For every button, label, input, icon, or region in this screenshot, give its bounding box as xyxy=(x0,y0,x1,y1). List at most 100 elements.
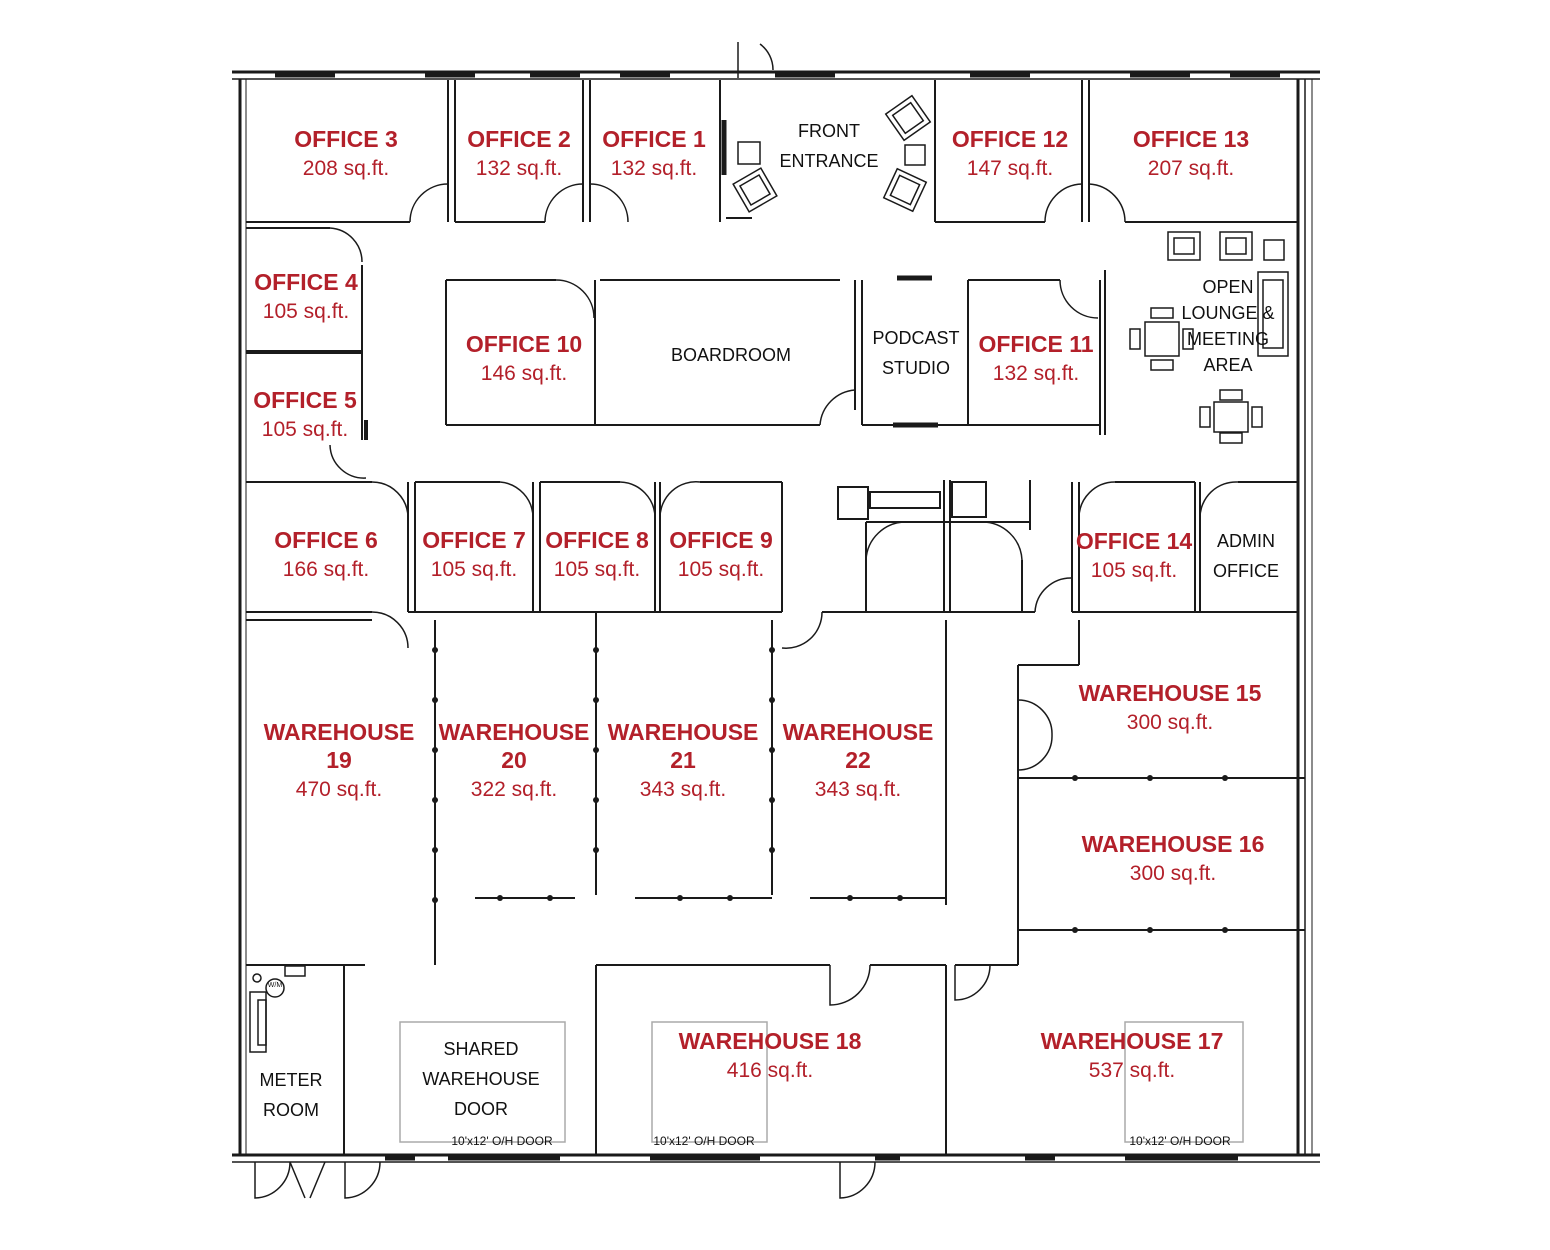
room-area: 470 sq.ft. xyxy=(295,778,383,801)
room-number: 21 xyxy=(670,747,696,773)
open-lounge-line-4: AREA xyxy=(1203,355,1253,375)
room-name: OFFICE 3 xyxy=(294,126,398,152)
front-entrance-line-2: ENTRANCE xyxy=(779,151,879,171)
windows xyxy=(275,72,1280,1161)
room-area: 166 sq.ft. xyxy=(282,558,370,581)
room-area: 105 sq.ft. xyxy=(261,418,349,441)
open-lounge-line-2: LOUNGE & xyxy=(1181,303,1275,323)
room-office-11: OFFICE 11 132 sq.ft. xyxy=(978,331,1094,385)
boardroom-label: BOARDROOM xyxy=(671,340,791,370)
overhead-door-label-1: 10'x12' O/H DOOR xyxy=(451,1134,553,1148)
room-area: 146 sq.ft. xyxy=(480,362,568,385)
room-office-8: OFFICE 8 105 sq.ft. xyxy=(545,527,649,581)
exterior-walls xyxy=(232,70,1320,1163)
room-office-12: OFFICE 12 147 sq.ft. xyxy=(951,126,1069,180)
room-warehouse-15: WAREHOUSE 15 300 sq.ft. xyxy=(1078,680,1262,734)
podcast-studio-label: PODCAST STUDIO xyxy=(872,323,959,383)
shared-door-line-2: WAREHOUSE xyxy=(422,1069,540,1089)
room-name: OFFICE 2 xyxy=(467,126,571,152)
room-area: 208 sq.ft. xyxy=(302,157,390,180)
admin-office-line-1: ADMIN xyxy=(1217,531,1275,551)
room-office-3: OFFICE 3 208 sq.ft. xyxy=(294,126,398,180)
admin-office-line-2: OFFICE xyxy=(1213,561,1279,581)
room-area: 105 sq.ft. xyxy=(677,558,765,581)
room-number: 22 xyxy=(845,747,871,773)
meter-room-line-1: METER xyxy=(259,1070,323,1090)
room-office-13: OFFICE 13 207 sq.ft. xyxy=(1132,126,1250,180)
room-name: OFFICE 7 xyxy=(422,527,526,553)
room-name: OFFICE 4 xyxy=(254,269,358,295)
room-name: OFFICE 11 xyxy=(978,331,1094,357)
meter-room-label: METER ROOM xyxy=(260,1065,323,1125)
room-name: WAREHOUSE xyxy=(263,719,415,745)
room-name: WAREHOUSE xyxy=(607,719,759,745)
open-lounge-line-3: MEETING xyxy=(1186,329,1269,349)
overhead-door-zones xyxy=(399,1021,1244,1143)
meter-room-line-2: ROOM xyxy=(263,1100,319,1120)
room-name: OFFICE 13 xyxy=(1132,126,1250,152)
room-warehouse-17: WAREHOUSE 17 537 sq.ft. xyxy=(1040,1028,1224,1082)
shared-door-line-1: SHARED xyxy=(443,1039,519,1059)
room-name: OFFICE 12 xyxy=(951,126,1069,152)
room-office-2: OFFICE 2 132 sq.ft. xyxy=(467,126,571,180)
shared-door-line-3: DOOR xyxy=(454,1099,508,1119)
room-office-7: OFFICE 7 105 sq.ft. xyxy=(422,527,526,581)
wm-tag: W/M xyxy=(267,982,283,989)
podcast-studio-line-2: STUDIO xyxy=(881,358,951,378)
room-area: 322 sq.ft. xyxy=(470,778,558,801)
overhead-door-label-2: 10'x12' O/H DOOR xyxy=(653,1134,755,1148)
room-number: 19 xyxy=(326,747,352,773)
lounge-furniture xyxy=(1129,231,1289,444)
room-office-9: OFFICE 9 105 sq.ft. xyxy=(669,527,773,581)
room-name: WAREHOUSE 15 xyxy=(1078,680,1262,706)
room-area: 132 sq.ft. xyxy=(475,157,563,180)
room-name: OFFICE 14 xyxy=(1075,528,1193,554)
room-name: OFFICE 8 xyxy=(545,527,649,553)
room-area: 300 sq.ft. xyxy=(1126,711,1214,734)
podcast-studio-line-1: PODCAST xyxy=(872,328,960,348)
door-swings xyxy=(254,42,1239,1199)
room-area: 416 sq.ft. xyxy=(726,1059,814,1082)
room-area: 132 sq.ft. xyxy=(992,362,1080,385)
room-office-6: OFFICE 6 166 sq.ft. xyxy=(274,527,378,581)
room-name: WAREHOUSE xyxy=(782,719,934,745)
open-lounge-line-1: OPEN xyxy=(1202,277,1254,297)
room-area: 537 sq.ft. xyxy=(1088,1059,1176,1082)
room-area: 343 sq.ft. xyxy=(639,778,727,801)
room-area: 105 sq.ft. xyxy=(430,558,518,581)
room-area: 343 sq.ft. xyxy=(814,778,902,801)
room-area: 132 sq.ft. xyxy=(610,157,698,180)
room-warehouse-16: WAREHOUSE 16 300 sq.ft. xyxy=(1081,831,1265,885)
room-warehouse-18: WAREHOUSE 18 416 sq.ft. xyxy=(678,1028,862,1082)
interior-walls xyxy=(246,80,1305,1155)
open-lounge-label: OPEN LOUNGE & MEETING AREA xyxy=(1181,274,1274,378)
room-area: 207 sq.ft. xyxy=(1147,157,1235,180)
room-area: 300 sq.ft. xyxy=(1129,862,1217,885)
meter-equipment xyxy=(249,965,306,1053)
room-office-14: OFFICE 14 105 sq.ft. xyxy=(1075,528,1193,582)
room-name: WAREHOUSE 16 xyxy=(1081,831,1265,857)
room-area: 105 sq.ft. xyxy=(262,300,350,323)
room-number: 20 xyxy=(501,747,527,773)
admin-office-label: ADMIN OFFICE xyxy=(1213,526,1279,586)
room-name: OFFICE 6 xyxy=(274,527,378,553)
shared-warehouse-door-label: SHARED WAREHOUSE DOOR xyxy=(422,1034,539,1124)
room-name: WAREHOUSE 18 xyxy=(678,1028,862,1054)
boardroom-text: BOARDROOM xyxy=(670,345,792,365)
room-name: WAREHOUSE 17 xyxy=(1040,1028,1224,1054)
room-name: OFFICE 9 xyxy=(669,527,773,553)
room-area: 147 sq.ft. xyxy=(966,157,1054,180)
lobby-furniture xyxy=(732,94,932,213)
room-area: 105 sq.ft. xyxy=(1090,559,1178,582)
room-area: 105 sq.ft. xyxy=(553,558,641,581)
room-name: WAREHOUSE xyxy=(438,719,590,745)
room-office-4: OFFICE 4 105 sq.ft. xyxy=(254,269,358,323)
